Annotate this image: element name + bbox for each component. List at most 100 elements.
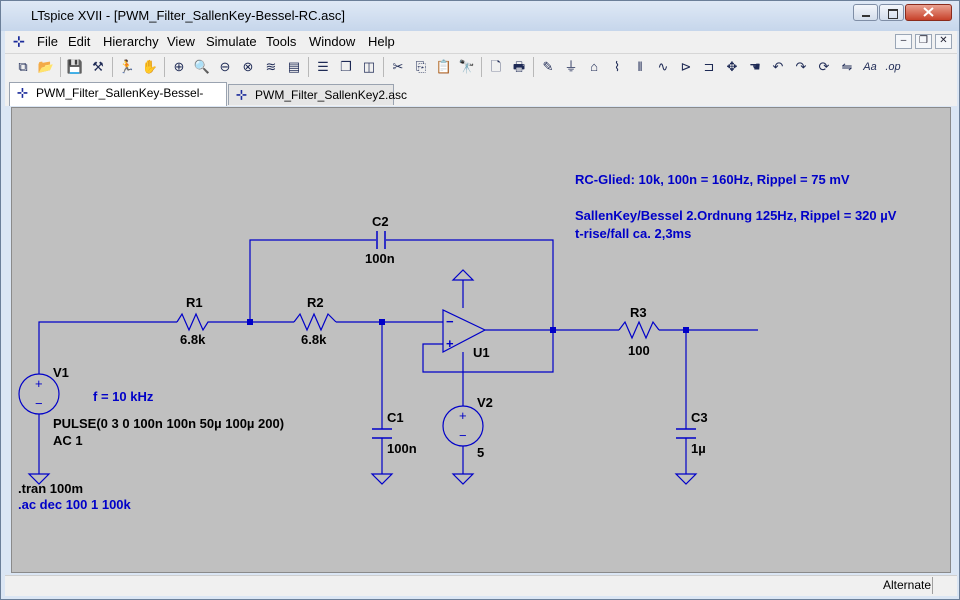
menu-edit[interactable]: Edit: [68, 34, 91, 49]
mirror-icon[interactable]: ⇋: [841, 59, 853, 74]
r2-name: R2: [307, 295, 324, 310]
title-bar[interactable]: LTspice XVII - [PWM_Filter_SallenKey-Bes…: [1, 1, 959, 31]
resistor-icon[interactable]: ⌇: [613, 59, 621, 74]
open-schematic-icon[interactable]: ⧉: [18, 59, 28, 74]
menu-help[interactable]: Help: [368, 34, 395, 49]
toolbar-separator: [60, 57, 61, 77]
ground-icon[interactable]: ⏚: [564, 59, 578, 74]
tab-pwm-filter-sallenkey-bessel-rc[interactable]: ⊹ PWM_Filter_SallenKey-Bessel-RC.asc: [9, 82, 227, 120]
menu-simulate[interactable]: Simulate: [206, 34, 257, 49]
autorange-icon[interactable]: ≋: [265, 59, 277, 74]
copy-icon[interactable]: ⎘: [415, 59, 427, 74]
ltspice-logo-icon: [7, 8, 29, 24]
tile-vertical-icon[interactable]: ◫: [362, 59, 376, 74]
menu-tools[interactable]: Tools: [266, 34, 297, 49]
draw-wire-icon[interactable]: ✎: [542, 59, 554, 74]
cascade-icon[interactable]: ❐: [340, 59, 352, 74]
c1-name: C1: [387, 410, 404, 425]
c3-value: 1µ: [691, 441, 706, 456]
r3-name: R3: [630, 305, 647, 320]
undo-icon[interactable]: ↶: [772, 59, 784, 74]
capacitor-c2[interactable]: [376, 231, 386, 249]
rotate-icon[interactable]: ⟳: [818, 59, 830, 74]
junction-dot: [683, 327, 689, 333]
control-panel-icon[interactable]: ⚒: [92, 59, 104, 74]
move-icon[interactable]: ✥: [726, 59, 738, 74]
print-icon[interactable]: 🖶: [512, 59, 526, 74]
c3-name: C3: [691, 410, 708, 425]
cut-icon[interactable]: ✂: [392, 59, 404, 74]
halt-icon[interactable]: ✋: [141, 59, 159, 74]
svg-text:+: +: [35, 376, 43, 391]
tile-horizontal-icon[interactable]: ☰: [317, 59, 329, 74]
spice-directive-icon[interactable]: .op: [885, 61, 901, 73]
tab-pwm-filter-sallenkey2[interactable]: ⊹ PWM_Filter_SallenKey2.asc: [228, 84, 407, 105]
voltage-source-v1[interactable]: + −: [18, 373, 60, 415]
mdi-close-button[interactable]: ✕: [935, 34, 952, 49]
menu-view[interactable]: View: [167, 34, 195, 49]
menu-bar: ⊹ File Edit Hierarchy View Simulate Tool…: [5, 31, 957, 54]
resistor-r2[interactable]: [293, 312, 337, 332]
ground-icon: [451, 473, 475, 485]
close-button[interactable]: [905, 4, 952, 21]
inductor-icon[interactable]: ∿: [657, 59, 669, 74]
toolbar-separator: [481, 57, 482, 77]
voltage-source-v2[interactable]: + −: [442, 405, 484, 447]
capacitor-c1[interactable]: [372, 428, 392, 439]
label-net-icon[interactable]: ⌂: [590, 59, 598, 74]
restore-icon: [888, 9, 898, 19]
wire[interactable]: [38, 321, 177, 374]
schematic-canvas[interactable]: + − + −: [11, 107, 951, 573]
annotations: f = 10 kHz .ac dec 100 1 100k RC-Glied: …: [18, 172, 897, 512]
waveform-icon[interactable]: ▤: [287, 59, 301, 74]
schematic-drawing[interactable]: + − + −: [12, 108, 950, 572]
text-icon[interactable]: Aa: [863, 61, 877, 73]
wire[interactable]: [422, 330, 554, 373]
opamp-pins: − +: [446, 314, 454, 351]
r2-value: 6.8k: [301, 332, 327, 347]
restore-button[interactable]: [879, 4, 904, 21]
mdi-restore-button[interactable]: ❐: [915, 34, 932, 49]
menu-hierarchy[interactable]: Hierarchy: [103, 34, 159, 49]
component-icon[interactable]: ⊐: [703, 59, 715, 74]
minimize-button[interactable]: [853, 4, 878, 21]
opamp-u1[interactable]: [442, 309, 487, 353]
drag-icon[interactable]: ☚: [749, 59, 761, 74]
toolbar-separator: [533, 57, 534, 77]
save-icon[interactable]: 💾: [66, 59, 84, 74]
wire[interactable]: [249, 239, 376, 322]
resistor-r1[interactable]: [176, 312, 213, 332]
mdi-minimize-button[interactable]: –: [895, 34, 912, 49]
status-divider: [932, 577, 933, 594]
wires: [38, 239, 758, 474]
child-window-menu-icon[interactable]: ⊹: [13, 33, 25, 49]
print-preview-icon[interactable]: 🗋: [490, 59, 502, 74]
resistor-r3[interactable]: [618, 320, 660, 340]
menu-file[interactable]: File: [37, 34, 58, 49]
capacitor-icon[interactable]: ‖: [637, 59, 643, 74]
svg-text:−: −: [459, 428, 467, 443]
junction-dot: [247, 319, 253, 325]
document-tabs: ⊹ PWM_Filter_SallenKey-Bessel-RC.asc ⊹ P…: [5, 81, 957, 120]
rise-fall-annotation: t-rise/fall ca. 2,3ms: [575, 226, 691, 241]
ground-icon: [451, 269, 475, 281]
menu-window[interactable]: Window: [309, 34, 356, 49]
wire[interactable]: [386, 239, 554, 330]
redo-icon[interactable]: ↷: [795, 59, 807, 74]
paste-icon[interactable]: 📋: [435, 59, 453, 74]
zoom-out-icon[interactable]: ⊖: [219, 59, 231, 74]
v1-ac-value: AC 1: [53, 433, 83, 448]
open-file-icon[interactable]: 📂: [37, 59, 55, 74]
v2-name: V2: [477, 395, 493, 410]
capacitor-c3[interactable]: [676, 428, 696, 439]
run-icon[interactable]: 🏃: [118, 59, 136, 74]
r1-value: 6.8k: [180, 332, 206, 347]
find-icon[interactable]: 🔭: [458, 59, 476, 74]
zoom-pan-icon[interactable]: 🔍: [193, 59, 211, 74]
zoom-cancel-icon[interactable]: ⊗: [242, 59, 254, 74]
junction-dot: [379, 319, 385, 325]
tab-label: PWM_Filter_SallenKey2.asc: [255, 88, 408, 102]
zoom-in-icon[interactable]: ⊕: [173, 59, 185, 74]
diode-icon[interactable]: ⊳: [680, 59, 692, 74]
